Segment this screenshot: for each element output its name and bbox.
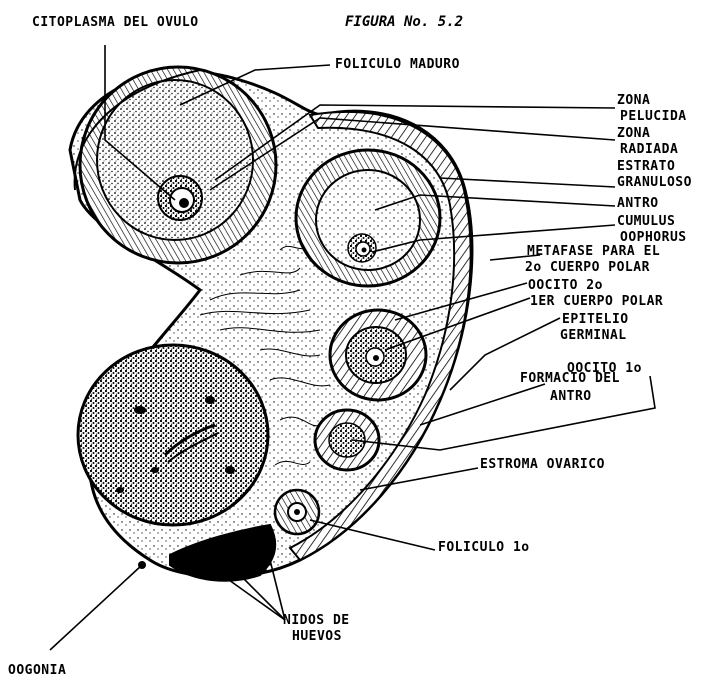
corpus-body — [78, 345, 268, 525]
label-metafase-2: 2o CUERPO POLAR — [525, 261, 650, 275]
label-formacion-1: FORMACIO DEL — [520, 372, 620, 386]
label-epitelio-1: EPITELIO — [562, 313, 629, 327]
label-cumulus-2: OOPHORUS — [620, 231, 687, 245]
label-oocito-2o: OOCITO 2o — [528, 279, 603, 293]
label-formacion-2: ANTRO — [550, 390, 592, 404]
label-foliculo-maduro: FOLICULO MADURO — [335, 58, 460, 72]
label-estroma: ESTROMA OVARICO — [480, 458, 605, 472]
label-zona-radiada-1: ZONA — [617, 127, 650, 141]
label-cumulus-1: CUMULUS — [617, 215, 675, 229]
label-citoplasma: CITOPLASMA DEL OVULO — [32, 16, 199, 30]
figure-title: FIGURA No. 5.2 — [345, 14, 463, 30]
label-estrato-2: GRANULOSO — [617, 176, 692, 190]
label-metafase-1: METAFASE PARA EL — [527, 245, 660, 259]
label-zona-pelucida-1: ZONA — [617, 94, 650, 108]
label-antro: ANTRO — [617, 197, 659, 211]
label-zona-radiada-2: RADIADA — [620, 143, 678, 157]
label-zona-pelucida-2: PELUCIDA — [620, 110, 687, 124]
label-epitelio-2: GERMINAL — [560, 329, 627, 343]
label-1er-cuerpo-polar: 1ER CUERPO POLAR — [530, 295, 663, 309]
label-foliculo-1o: FOLICULO 1o — [438, 541, 530, 555]
label-oogonia: OOGONIA — [8, 664, 66, 678]
label-estrato-1: ESTRATO — [617, 160, 675, 174]
label-nidos-2: HUEVOS — [292, 630, 342, 644]
label-nidos-1: NIDOS DE — [283, 614, 350, 628]
